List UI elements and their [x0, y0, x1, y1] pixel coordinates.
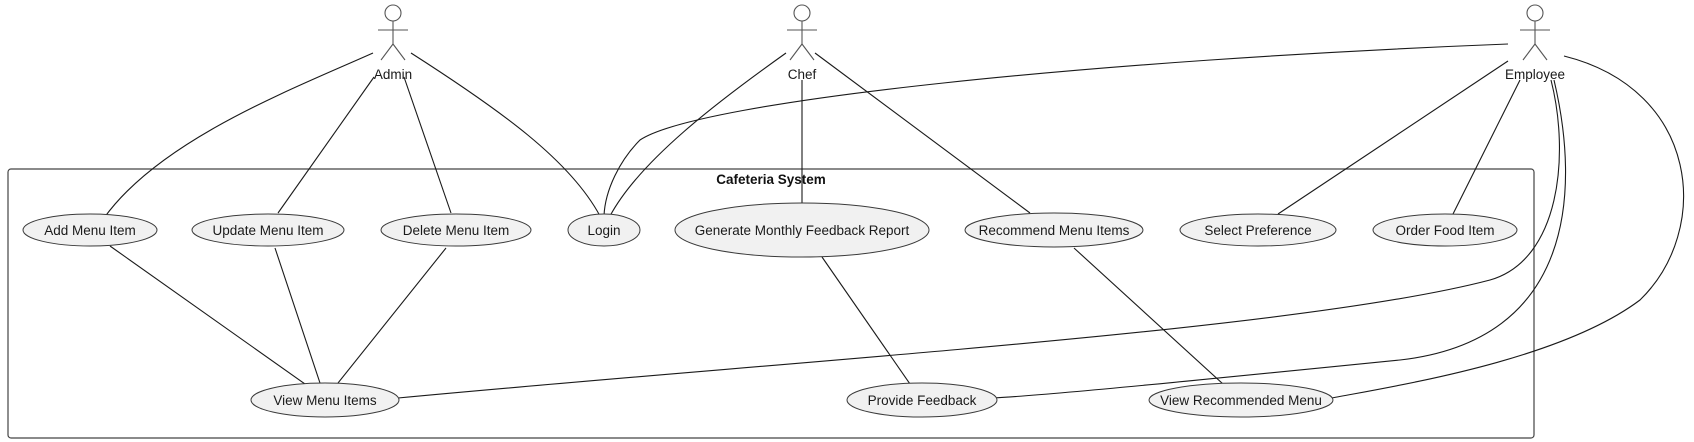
usecase-select-preference[interactable]: Select Preference: [1179, 213, 1337, 247]
edge-recommend-view-recommended-menu: [1073, 247, 1224, 385]
edge-admin-add-menu-item: [103, 52, 374, 219]
usecase-label: Add Menu Item: [44, 223, 136, 238]
usecase-login[interactable]: Login: [567, 213, 641, 247]
usecase-label: Select Preference: [1204, 223, 1311, 238]
associations: [103, 43, 1685, 399]
edge-employee-order-food-item: [1452, 79, 1521, 215]
usecase-view-recommended-menu[interactable]: View Recommended Menu: [1148, 382, 1334, 418]
edge-report-provide-feedback: [821, 256, 911, 385]
usecase-label: Recommend Menu Items: [979, 223, 1130, 238]
actor-label: Employee: [1505, 67, 1565, 82]
usecase-recommend-menu-items[interactable]: Recommend Menu Items: [964, 212, 1144, 248]
usecase-add-menu-item[interactable]: Add Menu Item: [22, 213, 158, 247]
stick-figure-icon: [1520, 4, 1550, 61]
usecase-delete-menu-item[interactable]: Delete Menu Item: [380, 213, 532, 247]
system-boundary: [7, 168, 1535, 439]
usecase-label: Provide Feedback: [868, 393, 977, 408]
usecase-order-food-item[interactable]: Order Food Item: [1372, 213, 1518, 247]
edge-employee-login: [603, 43, 1509, 217]
edge-admin-delete-menu-item: [403, 76, 452, 214]
usecase-label: View Menu Items: [273, 393, 377, 408]
usecase-provide-feedback[interactable]: Provide Feedback: [846, 382, 998, 418]
edge-add-view-menu-items: [109, 245, 306, 385]
edge-admin-login: [410, 52, 601, 217]
actor-admin[interactable]: Admin: [374, 4, 412, 82]
system-title: Cafeteria System: [716, 172, 826, 187]
edge-employee-provide-feedback: [992, 79, 1567, 399]
actor-employee[interactable]: Employee: [1505, 4, 1565, 82]
usecase-label: Update Menu Item: [212, 223, 323, 238]
usecase-generate-monthly-feedback-report[interactable]: Generate Monthly Feedback Report: [674, 202, 930, 258]
edge-delete-view-menu-items: [337, 247, 447, 384]
actor-label: Chef: [788, 67, 817, 82]
edge-admin-update-menu-item: [277, 76, 375, 214]
usecase-label: Order Food Item: [1395, 223, 1494, 238]
actor-label: Admin: [374, 67, 412, 82]
usecase-label: View Recommended Menu: [1160, 393, 1322, 408]
stick-figure-icon: [378, 4, 408, 61]
edge-update-view-menu-items: [274, 247, 321, 384]
usecase-label: Generate Monthly Feedback Report: [695, 223, 910, 238]
actor-chef[interactable]: Chef: [787, 4, 817, 82]
edge-employee-view-menu-items: [397, 79, 1560, 399]
usecase-label: Login: [587, 223, 620, 238]
usecase-update-menu-item[interactable]: Update Menu Item: [191, 213, 345, 247]
edge-chef-login: [609, 52, 787, 217]
usecase-view-menu-items[interactable]: View Menu Items: [250, 382, 400, 418]
usecase-label: Delete Menu Item: [403, 223, 510, 238]
stick-figure-icon: [787, 4, 817, 61]
edge-employee-select-preference: [1277, 60, 1509, 215]
edge-chef-recommend-menu-items: [814, 52, 1031, 214]
edge-employee-view-recommended-menu: [1331, 55, 1685, 399]
